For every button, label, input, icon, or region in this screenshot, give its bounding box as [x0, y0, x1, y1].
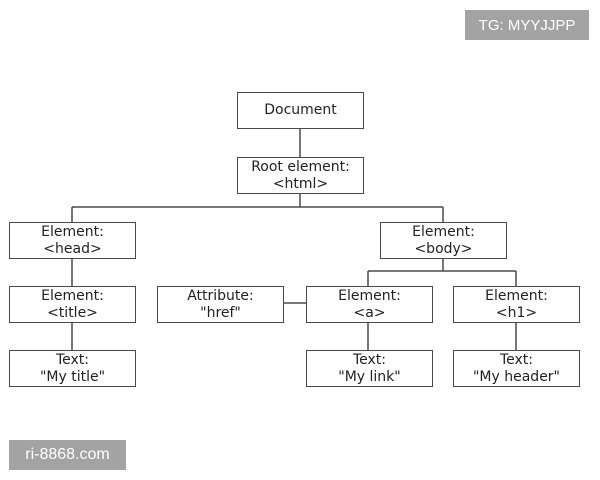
node-body-element: Element: <body>: [380, 222, 507, 259]
node-text-header: Text: "My header": [453, 350, 580, 387]
node-h1-element-tag: <h1>: [495, 304, 538, 321]
node-text-title: Text: "My title": [9, 350, 136, 387]
node-head-element-label: Element:: [41, 223, 104, 240]
node-title-element-tag: <title>: [47, 304, 98, 321]
node-text-title-value: "My title": [39, 368, 106, 385]
node-text-title-label: Text:: [55, 351, 90, 368]
node-text-link-value: "My link": [338, 368, 401, 385]
node-href-attribute-value: "href": [200, 304, 241, 321]
node-root-element-label: Root element:: [251, 158, 350, 175]
node-text-link-label: Text:: [352, 351, 387, 368]
node-text-link: Text: "My link": [306, 350, 433, 387]
node-href-attribute-label: Attribute:: [187, 287, 254, 304]
watermark-bottom: ri-8868.com: [9, 440, 126, 470]
node-text-header-value: "My header": [472, 368, 560, 385]
node-title-element: Element: <title>: [9, 286, 136, 323]
node-body-element-label: Element:: [412, 223, 475, 240]
node-text-header-label: Text:: [499, 351, 534, 368]
node-a-element-label: Element:: [338, 287, 401, 304]
node-document-label: Document: [264, 102, 337, 118]
node-a-element-tag: <a>: [353, 304, 386, 321]
node-href-attribute: Attribute: "href": [157, 286, 284, 323]
node-head-element-tag: <head>: [43, 240, 102, 257]
node-head-element: Element: <head>: [9, 222, 136, 259]
node-h1-element-label: Element:: [485, 287, 548, 304]
node-document: Document: [237, 92, 364, 129]
node-title-element-label: Element:: [41, 287, 104, 304]
node-root-element: Root element: <html>: [237, 157, 364, 194]
node-h1-element: Element: <h1>: [453, 286, 580, 323]
node-root-element-tag: <html>: [272, 175, 329, 192]
node-a-element: Element: <a>: [306, 286, 433, 323]
node-body-element-tag: <body>: [414, 240, 473, 257]
watermark-top: TG: MYYJJPP: [465, 10, 589, 40]
